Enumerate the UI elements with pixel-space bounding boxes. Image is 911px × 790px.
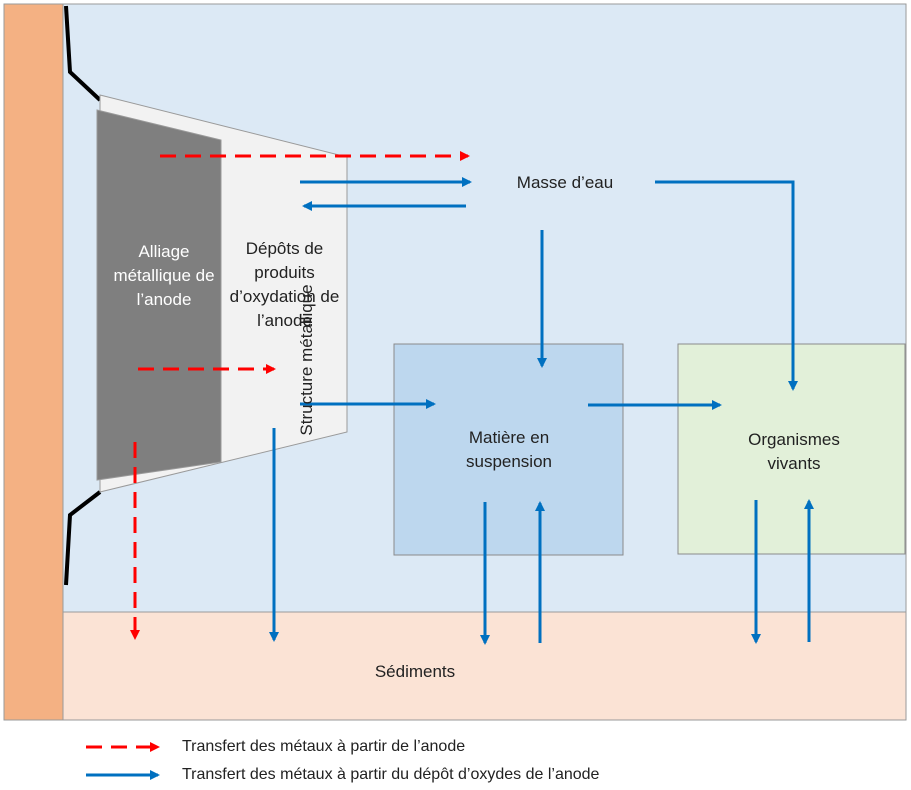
legend-deposit-text: Transfert des métaux à partir du dépôt d… <box>182 766 600 783</box>
suspension-box <box>393 343 624 556</box>
blue-arrow-water-to-organisms <box>655 180 798 391</box>
sediments-label: Sédiments <box>374 662 456 681</box>
legend-anode-text: Transfert des métaux à partir de l’anode <box>182 738 466 755</box>
suspension-label: Matière en suspension <box>465 428 552 471</box>
alloy-shape <box>96 109 222 481</box>
structure-edge-line <box>64 5 102 586</box>
water-label: Masse d’eau <box>516 173 614 192</box>
structure-label: Structure métallique <box>297 284 316 436</box>
alloy-label: Alliage métallique de l’anode <box>113 242 215 309</box>
organisms-label: Organismes vivants <box>748 430 840 473</box>
deposits-label: Dépôts de produits d’oxydation de l’anod… <box>229 239 340 330</box>
metal-structure <box>3 3 64 721</box>
